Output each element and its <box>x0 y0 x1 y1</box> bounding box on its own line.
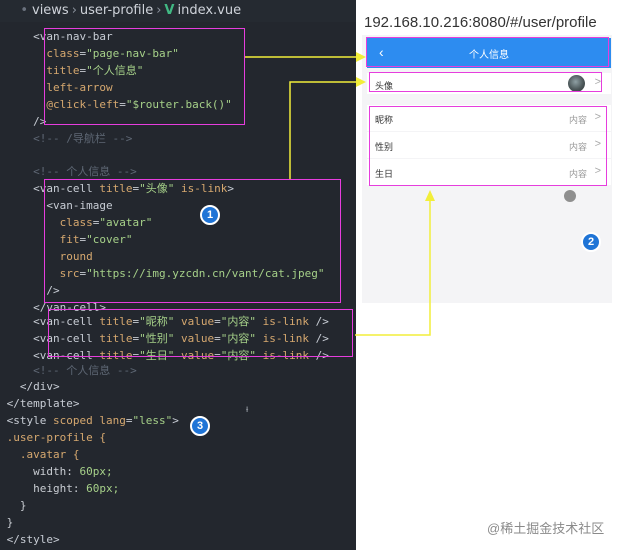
chevron-right-icon: › <box>156 3 162 18</box>
highlight-box-info-cells <box>48 309 353 357</box>
highlight-box-preview-avatar <box>369 72 602 92</box>
code-line: .avatar { <box>19 448 80 461</box>
highlight-box-avatar-cell <box>44 179 341 303</box>
chevron-right-icon: > <box>594 111 601 123</box>
breadcrumb-item-file[interactable]: index.vue <box>177 3 242 18</box>
code-line: /> <box>46 284 60 297</box>
code-line: <van-image <box>46 199 113 212</box>
code-line: <style scoped lang="less"> <box>6 414 179 427</box>
code-line: <van-cell title="头像" is-link> <box>33 182 234 195</box>
text-cursor-icon: ᵻ <box>246 404 249 415</box>
breadcrumb-item-user-profile[interactable]: user-profile <box>79 3 154 18</box>
nav-bar-title: 个人信息 <box>469 50 509 61</box>
code-line: </style> <box>6 533 60 546</box>
code-line: title="个人信息" <box>46 64 144 77</box>
code-line: class="page-nav-bar" <box>46 47 179 60</box>
chevron-right-icon: > <box>594 165 601 177</box>
highlight-box-navbar <box>44 28 245 125</box>
code-line: @click-left="$router.back()" <box>46 98 232 111</box>
chevron-right-icon: > <box>594 76 601 88</box>
badge-three: 3 <box>190 416 210 436</box>
cell-value: 内容 <box>568 169 587 179</box>
chevron-left-icon[interactable]: ‹ <box>379 44 384 60</box>
badge-two: 2 <box>581 232 601 252</box>
code-line: <!-- /导航栏 --> <box>33 132 133 145</box>
address-bar-url[interactable]: 192.168.10.216:8080/#/user/profile <box>364 14 597 31</box>
code-line: </van-cell> <box>33 301 106 314</box>
cell-title: 头像 <box>375 81 394 91</box>
code-line: height: 60px; <box>33 482 120 495</box>
code-line: round <box>59 250 93 263</box>
code-line: <!-- 个人信息 --> <box>33 364 137 377</box>
code-line: fit="cover" <box>59 233 133 246</box>
code-line: </div> <box>19 380 60 393</box>
badge-one: 1 <box>200 205 220 225</box>
vue-icon: V <box>164 3 175 18</box>
highlight-box-preview-cells <box>369 106 607 186</box>
list-item[interactable]: 昵称 内容 > <box>367 105 611 131</box>
code-line: <van-nav-bar <box>33 30 113 43</box>
cell-value: 内容 <box>568 142 587 152</box>
code-line: </template> <box>6 397 80 410</box>
cell-title: 昵称 <box>375 115 394 125</box>
list-item[interactable]: 生日 内容 > <box>367 159 611 185</box>
code-line: } <box>19 499 27 512</box>
cell-value: 内容 <box>568 115 587 125</box>
nav-bar: ‹ 个人信息 <box>367 38 611 68</box>
code-line: width: 60px; <box>33 465 113 478</box>
cell-title: 生日 <box>375 169 394 179</box>
chevron-right-icon: › <box>71 3 77 18</box>
code-line: .user-profile { <box>6 431 106 444</box>
breadcrumb-item-views[interactable]: views <box>32 3 69 18</box>
code-line: left-arrow <box>46 81 113 94</box>
avatar-cell[interactable]: 头像 > <box>367 73 611 94</box>
code-line: } <box>6 516 14 529</box>
code-line: /> <box>33 115 47 128</box>
code-line: src="https://img.yzcdn.cn/vant/cat.jpeg" <box>59 267 325 280</box>
list-item[interactable]: 性别 内容 > <box>367 132 611 158</box>
code-line: <!-- 个人信息 --> <box>33 165 137 178</box>
touch-indicator <box>564 190 576 202</box>
breadcrumb-lead: • <box>20 3 28 18</box>
chevron-right-icon: > <box>594 138 601 150</box>
avatar <box>568 75 585 92</box>
watermark: @稀土掘金技术社区 <box>487 521 605 536</box>
highlight-box-preview-navbar <box>366 37 609 67</box>
cell-title: 性别 <box>375 142 394 152</box>
phone-preview: ‹ 个人信息 头像 > 昵称 内容 > 性别 内容 > 生日 内容 > <box>362 35 612 303</box>
code-line: class="avatar" <box>59 216 153 229</box>
